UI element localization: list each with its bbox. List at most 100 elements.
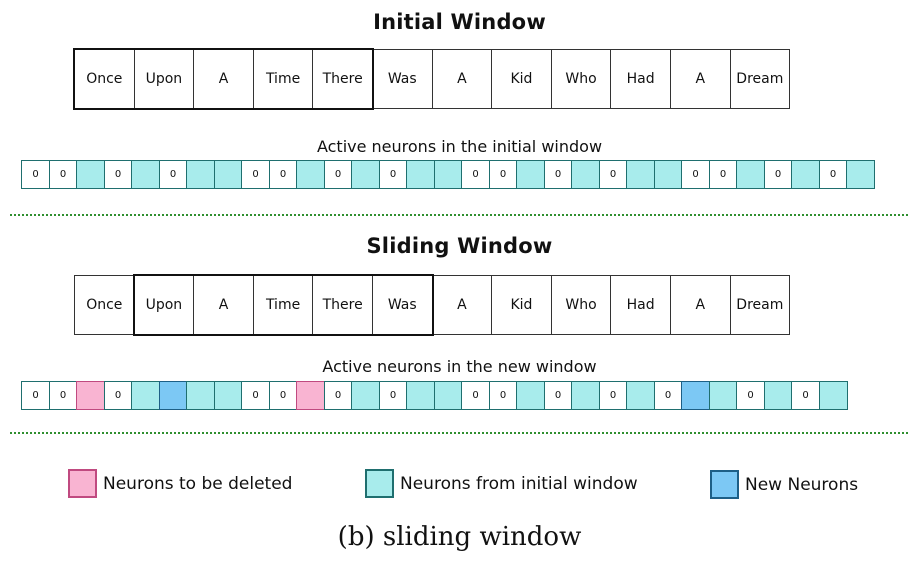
initial-neuron-kept: [653, 160, 683, 189]
legend-deleted-swatch: [68, 469, 97, 498]
window-neuron-inactive: 0: [268, 381, 298, 410]
initial-window-title: Initial Window: [373, 10, 546, 34]
initial-neuron-kept: [213, 160, 243, 189]
window-neuron-inactive: 0: [791, 381, 820, 410]
window-neuron-kept: [516, 381, 545, 410]
initial-neuron-inactive: 0: [708, 160, 738, 189]
initial-token-7: Kid: [491, 49, 552, 109]
window-neuron-kept: [406, 381, 435, 410]
initial-neuron-inactive: 0: [681, 160, 710, 189]
sliding-token-10: A: [669, 275, 731, 335]
window-neuron-new: [681, 381, 710, 410]
sliding-token-9: Had: [610, 275, 671, 335]
window-neuron-kept: [763, 381, 793, 410]
initial-token-3: Time: [252, 49, 314, 109]
initial-token-5: Was: [371, 49, 433, 109]
initial-neuron-kept: [186, 160, 215, 189]
initial-token-10: A: [669, 49, 731, 109]
window-neuron-kept: [708, 381, 738, 410]
section-divider-top: [10, 214, 908, 216]
window-neuron-inactive: 0: [488, 381, 518, 410]
window-neuron-kept: [186, 381, 215, 410]
sliding-token-2: A: [193, 275, 254, 335]
initial-token-4: There: [312, 49, 373, 109]
initial-neuron-inactive: 0: [543, 160, 573, 189]
initial-neuron-kept: [406, 160, 435, 189]
initial-neuron-kept: [846, 160, 875, 189]
sliding-window-title: Sliding Window: [366, 234, 553, 258]
sliding-token-5: Was: [371, 275, 433, 335]
legend-new: New Neurons: [710, 470, 858, 499]
window-neuron-inactive: 0: [543, 381, 573, 410]
sliding-token-3: Time: [252, 275, 314, 335]
window-neuron-kept: [131, 381, 160, 410]
initial-neuron-inactive: 0: [763, 160, 793, 189]
window-neuron-new: [158, 381, 188, 410]
window-neuron-kept: [213, 381, 243, 410]
initial-neuron-kept: [296, 160, 325, 189]
initial-neuron-kept: [516, 160, 545, 189]
initial-neuron-inactive: 0: [461, 160, 490, 189]
window-neuron-inactive: 0: [653, 381, 683, 410]
legend-deleted-label: Neurons to be deleted: [103, 473, 293, 494]
initial-token-1: Upon: [133, 49, 195, 109]
initial-neuron-inactive: 0: [241, 160, 270, 189]
window-neuron-inactive: 0: [598, 381, 628, 410]
initial-neuron-kept: [736, 160, 765, 189]
sliding-token-11: Dream: [729, 275, 791, 335]
sliding-token-7: Kid: [491, 275, 552, 335]
window-neuron-inactive: 0: [736, 381, 765, 410]
initial-token-11: Dream: [729, 49, 791, 109]
initial-token-2: A: [193, 49, 254, 109]
initial-neurons-label: Active neurons in the initial window: [316, 137, 603, 156]
window-neuron-inactive: 0: [323, 381, 353, 410]
sliding-token-0: Once: [74, 275, 135, 335]
initial-neuron-inactive: 0: [488, 160, 518, 189]
initial-neuron-kept: [791, 160, 820, 189]
window-neuron-kept: [818, 381, 848, 410]
initial-neuron-kept: [433, 160, 463, 189]
initial-neuron-kept: [76, 160, 105, 189]
window-neuron-kept: [433, 381, 463, 410]
initial-neuron-inactive: 0: [598, 160, 628, 189]
legend-initial: Neurons from initial window: [365, 469, 638, 498]
sliding-token-1: Upon: [133, 275, 195, 335]
initial-neuron-kept: [626, 160, 655, 189]
initial-neuron-inactive: 0: [378, 160, 408, 189]
section-divider-bottom: [10, 432, 908, 434]
initial-token-9: Had: [610, 49, 671, 109]
initial-neuron-kept: [571, 160, 600, 189]
window-neuron-kept: [571, 381, 600, 410]
sliding-token-6: A: [431, 275, 493, 335]
sliding-token-4: There: [312, 275, 373, 335]
initial-neuron-inactive: 0: [21, 160, 50, 189]
legend-new-label: New Neurons: [745, 474, 859, 495]
new-neurons-label: Active neurons in the new window: [322, 357, 597, 376]
window-neuron-inactive: 0: [48, 381, 78, 410]
initial-token-0: Once: [74, 49, 135, 109]
initial-neuron-inactive: 0: [158, 160, 188, 189]
legend-initial-swatch: [365, 469, 394, 498]
initial-neuron-inactive: 0: [268, 160, 298, 189]
legend-initial-label: Neurons from initial window: [400, 473, 638, 494]
figure-caption: (b) sliding window: [337, 522, 582, 552]
initial-neuron-inactive: 0: [48, 160, 78, 189]
legend-deleted: Neurons to be deleted: [68, 469, 292, 498]
window-neuron-inactive: 0: [103, 381, 133, 410]
initial-neuron-inactive: 0: [323, 160, 353, 189]
initial-neuron-kept: [131, 160, 160, 189]
window-neuron-kept: [351, 381, 380, 410]
window-neuron-deleted: [76, 381, 105, 410]
window-neuron-inactive: 0: [378, 381, 408, 410]
window-neuron-deleted: [296, 381, 325, 410]
initial-token-6: A: [431, 49, 493, 109]
window-neuron-kept: [626, 381, 655, 410]
sliding-token-8: Who: [550, 275, 612, 335]
legend-new-swatch: [710, 470, 739, 499]
initial-token-8: Who: [550, 49, 612, 109]
window-neuron-inactive: 0: [241, 381, 270, 410]
